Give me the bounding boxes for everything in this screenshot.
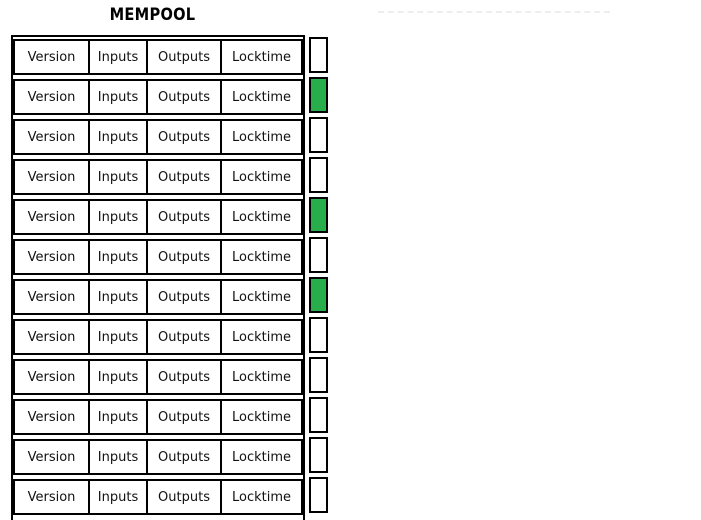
tx-field-version: Version: [13, 439, 90, 475]
tx-field-inputs: Inputs: [88, 479, 148, 515]
tx-field-outputs: Outputs: [146, 159, 222, 195]
tx-field-inputs: Inputs: [88, 159, 148, 195]
tx-field-outputs: Outputs: [146, 39, 222, 75]
confirmation-marker-active[interactable]: [309, 77, 328, 113]
confirmation-marker-empty[interactable]: [309, 477, 328, 513]
tx-field-outputs: Outputs: [146, 319, 222, 355]
confirmation-marker-empty[interactable]: [309, 157, 328, 193]
tx-field-inputs: Inputs: [88, 359, 148, 395]
tx-field-inputs: Inputs: [88, 199, 148, 235]
confirmation-marker-column: [309, 35, 328, 520]
confirmation-marker-empty[interactable]: [309, 437, 328, 473]
tx-field-inputs: Inputs: [88, 119, 148, 155]
tx-field-outputs: Outputs: [146, 279, 222, 315]
page-title: MEMPOOL: [109, 5, 196, 25]
confirmation-marker-empty[interactable]: [309, 37, 328, 73]
tx-field-inputs: Inputs: [88, 239, 148, 275]
tx-field-locktime: Locktime: [220, 399, 303, 435]
tx-field-inputs: Inputs: [88, 39, 148, 75]
tx-field-locktime: Locktime: [220, 359, 303, 395]
tx-field-inputs: Inputs: [88, 319, 148, 355]
tx-field-locktime: Locktime: [220, 479, 303, 515]
tx-field-version: Version: [13, 159, 90, 195]
tx-field-version: Version: [13, 279, 90, 315]
confirmation-marker-active[interactable]: [309, 197, 328, 233]
tx-field-locktime: Locktime: [220, 199, 303, 235]
tx-field-locktime: Locktime: [220, 319, 303, 355]
tx-field-locktime: Locktime: [220, 79, 303, 115]
tx-field-version: Version: [13, 199, 90, 235]
confirmation-marker-empty[interactable]: [309, 117, 328, 153]
tx-field-inputs: Inputs: [88, 399, 148, 435]
tx-field-outputs: Outputs: [146, 439, 222, 475]
tx-field-version: Version: [13, 39, 90, 75]
tx-field-inputs: Inputs: [88, 79, 148, 115]
tx-field-version: Version: [13, 399, 90, 435]
tx-field-version: Version: [13, 319, 90, 355]
tx-field-outputs: Outputs: [146, 199, 222, 235]
tx-field-locktime: Locktime: [220, 239, 303, 275]
tx-field-version: Version: [13, 119, 90, 155]
confirmation-marker-empty[interactable]: [309, 397, 328, 433]
tx-field-outputs: Outputs: [146, 479, 222, 515]
tx-field-inputs: Inputs: [88, 279, 148, 315]
confirmation-marker-empty[interactable]: [309, 357, 328, 393]
confirmation-marker-empty[interactable]: [309, 237, 328, 273]
tx-field-version: Version: [13, 359, 90, 395]
tx-field-outputs: Outputs: [146, 359, 222, 395]
tx-field-locktime: Locktime: [220, 159, 303, 195]
confirmation-marker-empty[interactable]: [309, 317, 328, 353]
tx-field-outputs: Outputs: [146, 239, 222, 275]
tx-field-version: Version: [13, 239, 90, 275]
tx-field-locktime: Locktime: [220, 39, 303, 75]
tx-field-inputs: Inputs: [88, 439, 148, 475]
tx-field-version: Version: [13, 479, 90, 515]
tx-field-locktime: Locktime: [220, 119, 303, 155]
tx-field-version: Version: [13, 79, 90, 115]
confirmation-marker-active[interactable]: [309, 277, 328, 313]
tx-field-outputs: Outputs: [146, 119, 222, 155]
tx-field-outputs: Outputs: [146, 399, 222, 435]
tx-field-locktime: Locktime: [220, 439, 303, 475]
tx-field-outputs: Outputs: [146, 79, 222, 115]
dashed-rule: [378, 11, 610, 13]
tx-field-locktime: Locktime: [220, 279, 303, 315]
